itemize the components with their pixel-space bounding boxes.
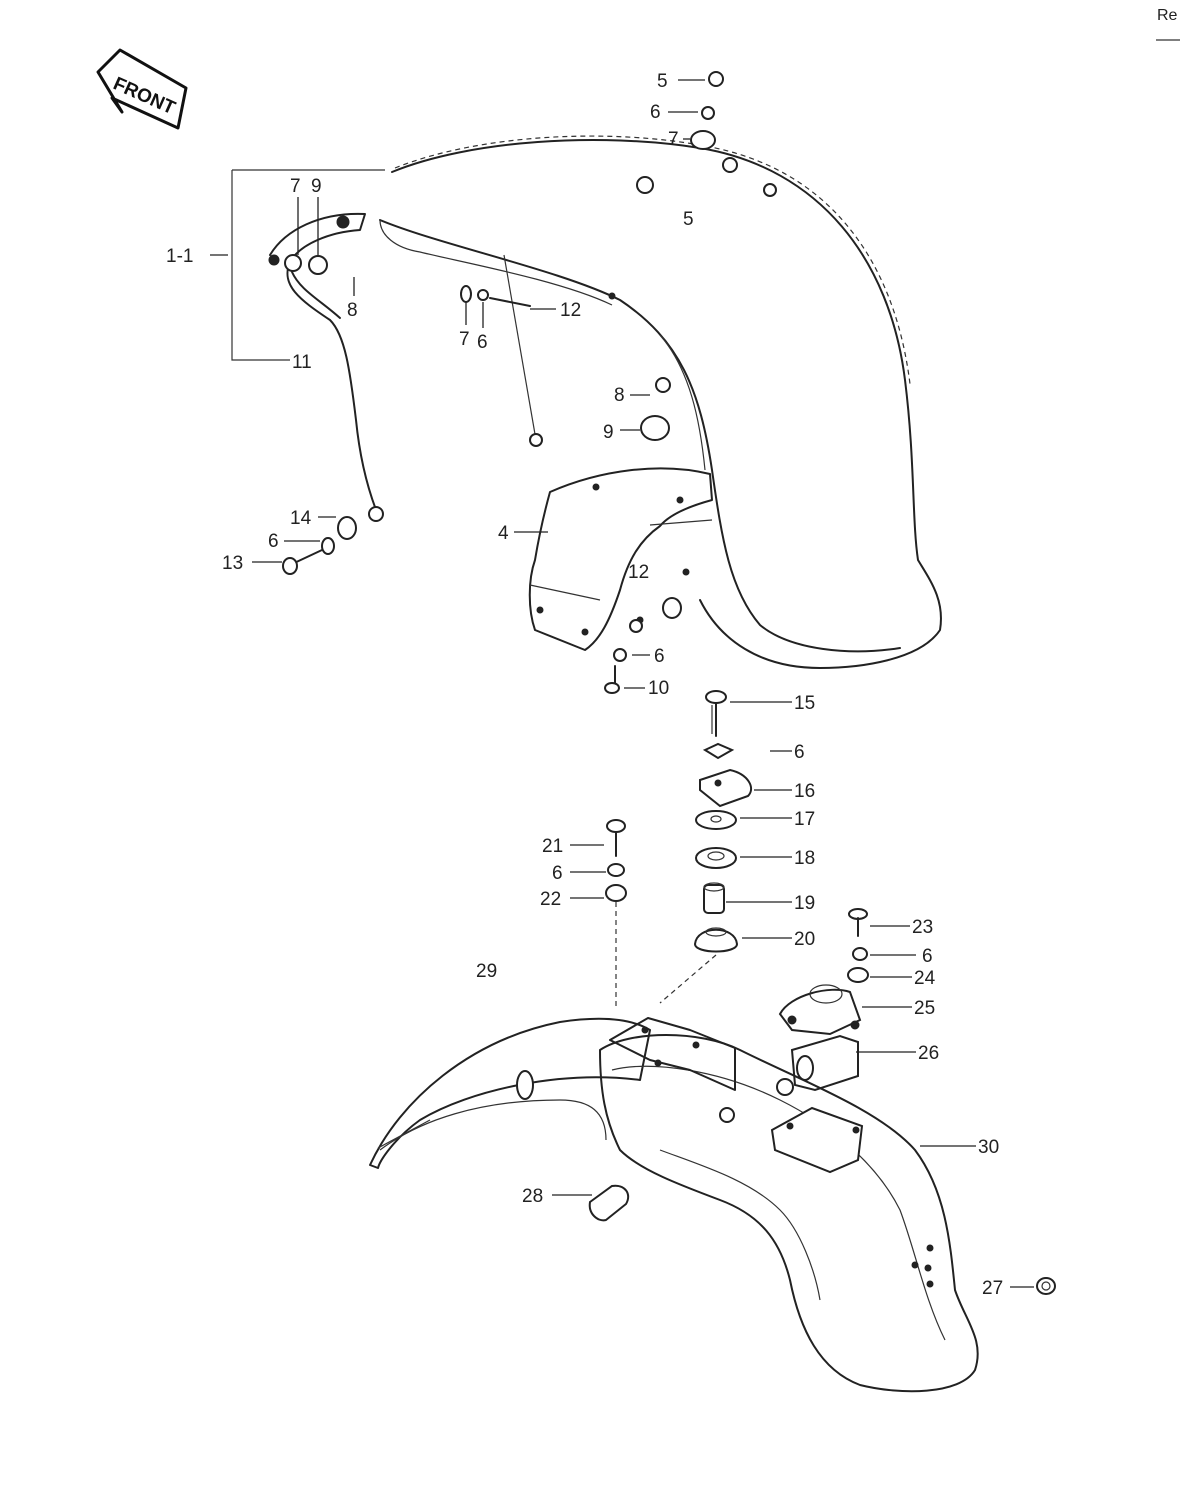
callout-28: 28 (522, 1186, 543, 1207)
bolt-21-group (605, 819, 627, 1010)
callout-23: 23 (912, 917, 933, 938)
callout-29: 29 (476, 961, 497, 982)
callout-7-mid: 7 (459, 329, 470, 350)
callout-16: 16 (794, 781, 815, 802)
callout-5-fender: 5 (683, 209, 694, 230)
callout-10: 10 (648, 678, 669, 699)
callout-19: 19 (794, 893, 815, 914)
front-arrow: FRONT (96, 48, 188, 130)
callout-27: 27 (982, 1278, 1003, 1299)
rear-fender (369, 1017, 979, 1393)
callout-26: 26 (918, 1043, 939, 1064)
mount-stack (659, 690, 753, 1004)
callout-12-lower: 12 (628, 562, 649, 583)
callout-6-stack: 6 (794, 742, 805, 763)
callout-1-1: 1-1 (166, 246, 193, 267)
callout-21: 21 (542, 836, 563, 857)
callout-15: 15 (794, 693, 815, 714)
callout-6-21: 6 (552, 863, 563, 884)
callout-9-mid: 9 (603, 422, 614, 443)
cap-27 (1036, 1277, 1056, 1295)
callout-17: 17 (794, 809, 815, 830)
callout-12-top: 12 (560, 300, 581, 321)
callout-4: 4 (498, 523, 509, 544)
callout-30: 30 (978, 1137, 999, 1158)
callout-14: 14 (290, 508, 312, 529)
corner-text: Re (1157, 7, 1178, 24)
callout-7-top: 7 (668, 129, 679, 150)
callout-5-top: 5 (657, 71, 668, 92)
leader-lines (210, 79, 1034, 1288)
front-arrow-shape (96, 48, 188, 130)
callout-6-23: 6 (922, 946, 933, 967)
callout-6-mid: 6 (477, 332, 488, 353)
callout-11: 11 (292, 352, 312, 373)
callout-6-top: 6 (650, 102, 661, 123)
callout-22: 22 (540, 889, 561, 910)
bolt-23-group (847, 908, 869, 983)
callout-labels: 5 6 7 5 7 9 1-1 8 11 12 7 6 8 9 4 14 6 1… (166, 71, 1003, 1299)
callout-6-stay: 6 (268, 531, 279, 552)
callout-20: 20 (794, 929, 815, 950)
bulb-28 (588, 1184, 630, 1222)
callout-8-mid: 8 (614, 385, 625, 406)
callout-18: 18 (794, 848, 815, 869)
fender-stay (231, 169, 543, 522)
fender-bracket (528, 467, 713, 651)
callout-8-left: 8 (347, 300, 358, 321)
rear-brackets (778, 984, 862, 1092)
callout-9-left: 9 (311, 176, 322, 197)
callout-6-lower: 6 (654, 646, 665, 667)
upper-hardware (282, 71, 724, 694)
callout-25: 25 (914, 998, 935, 1019)
front-fender (379, 135, 942, 669)
callout-24: 24 (914, 968, 936, 989)
callout-7-left: 7 (290, 176, 301, 197)
callout-13: 13 (222, 553, 243, 574)
